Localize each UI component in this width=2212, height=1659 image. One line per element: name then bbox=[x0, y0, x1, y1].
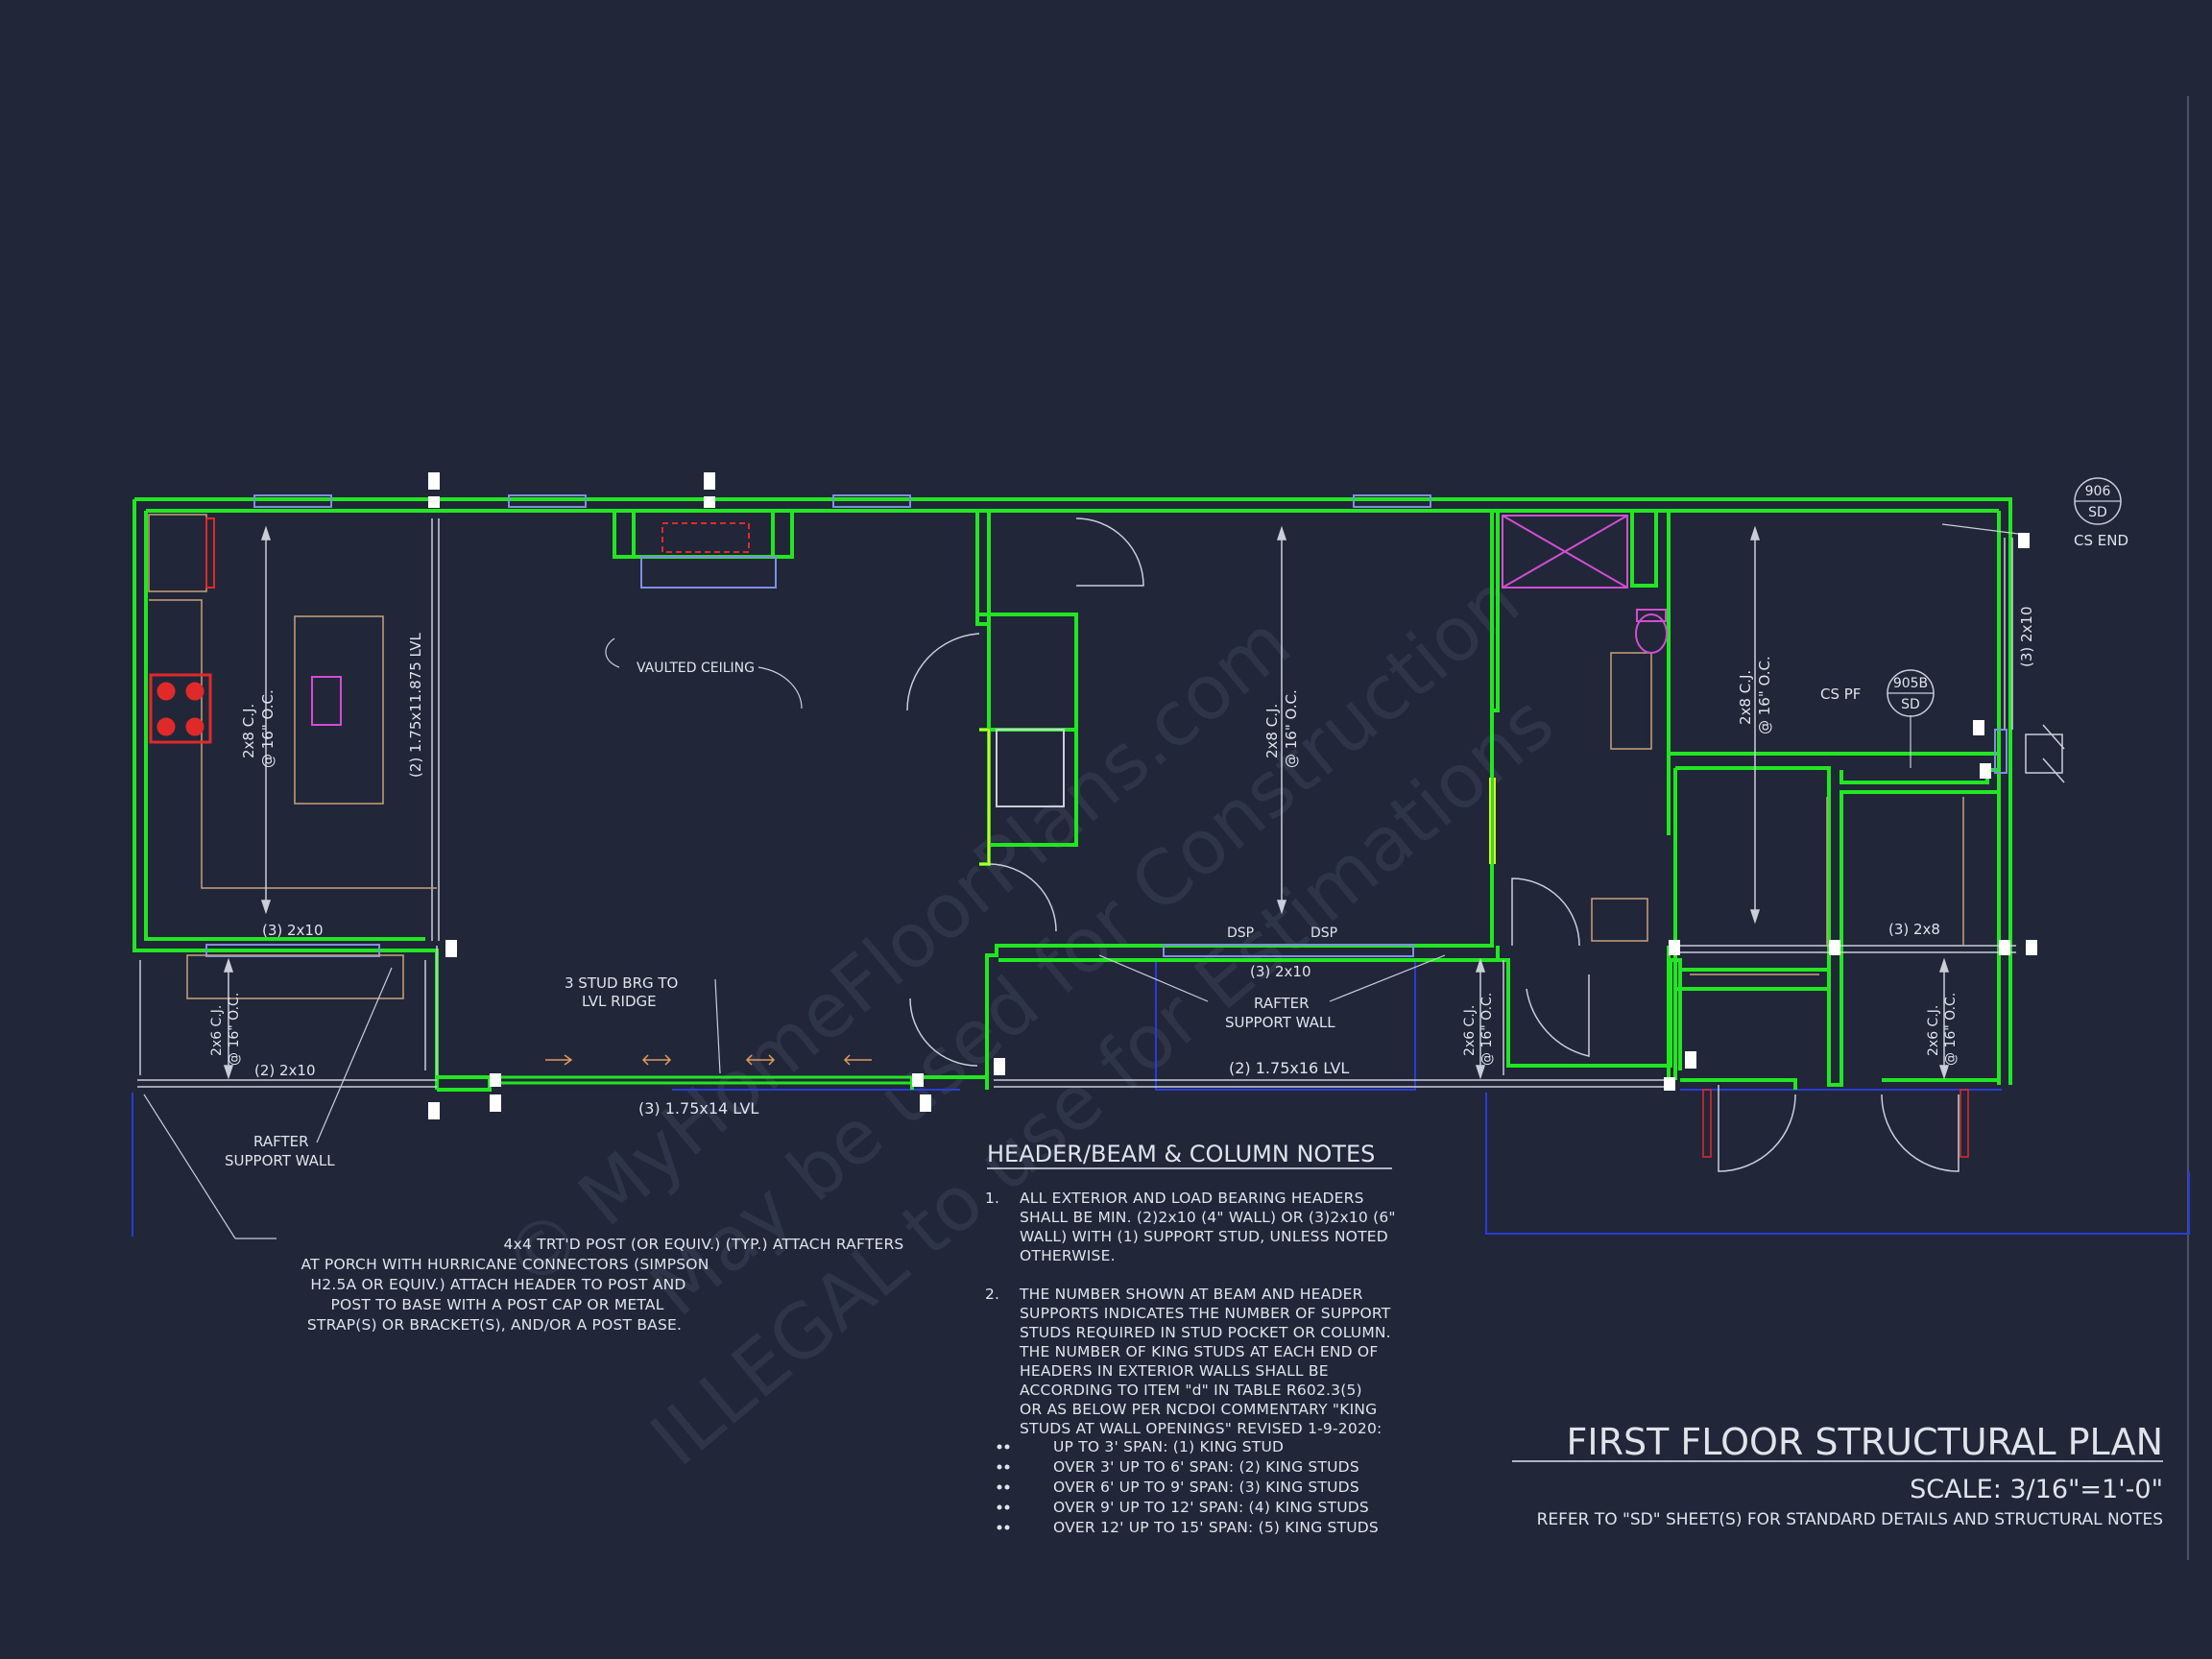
label-rafter-left-2: SUPPORT WALL bbox=[225, 1152, 335, 1169]
plan-scale: SCALE: 3/16"=1'-0" bbox=[1910, 1475, 2163, 1504]
porch-beams bbox=[137, 518, 2016, 1088]
title-block: FIRST FLOOR STRUCTURAL PLAN SCALE: 3/16"… bbox=[1512, 1421, 2163, 1529]
header-beam-notes: HEADER/BEAM & COLUMN NOTES 1. ALL EXTERI… bbox=[985, 1141, 1396, 1536]
dimension-lines bbox=[223, 525, 1950, 1080]
post-note: 4x4 TRT'D POST (OR EQUIV.) (TYP.) ATTACH… bbox=[301, 1236, 904, 1334]
note-1-line: ALL EXTERIOR AND LOAD BEARING HEADERS bbox=[1020, 1190, 1364, 1207]
post-note-line: 4x4 TRT'D POST (OR EQUIV.) (TYP.) ATTACH… bbox=[504, 1236, 904, 1253]
note-1-line: OTHERWISE. bbox=[1020, 1247, 1116, 1264]
post-note-line: POST TO BASE WITH A POST CAP OR METAL bbox=[330, 1296, 663, 1313]
bubble2-top: 905B bbox=[1893, 676, 1928, 691]
note-2-line: THE NUMBER SHOWN AT BEAM AND HEADER bbox=[1019, 1286, 1363, 1303]
label-cj-left: 2x8 C.J. bbox=[240, 704, 257, 758]
notes-heading: HEADER/BEAM & COLUMN NOTES bbox=[987, 1141, 1375, 1167]
label-hdr-porch: (2) 2x10 bbox=[254, 1062, 316, 1079]
note-2-number: 2. bbox=[985, 1286, 999, 1303]
plan-refer-note: REFER TO "SD" SHEET(S) FOR STANDARD DETA… bbox=[1537, 1510, 2163, 1529]
note-2-line: ACCORDING TO ITEM "d" IN TABLE R602.3(5) bbox=[1020, 1382, 1362, 1399]
appliances bbox=[979, 729, 1496, 865]
range bbox=[149, 517, 215, 744]
post-note-line: H2.5A OR EQUIV.) ATTACH HEADER TO POST A… bbox=[310, 1276, 685, 1293]
label-hdr-kitchen: (3) 2x10 bbox=[262, 922, 324, 939]
label-lvl-entry: (3) 1.75x14 LVL bbox=[638, 1099, 758, 1118]
label-hdr-right: (3) 2x8 bbox=[1888, 921, 1940, 938]
label-porch-cj: 2x6 C.J. bbox=[209, 1005, 225, 1056]
label-cs-end: CS END bbox=[2074, 532, 2128, 549]
bubble1-top: 906 bbox=[2085, 484, 2111, 499]
detail-bubble-906: 906 SD bbox=[2074, 477, 2122, 525]
note-2-line: STUDS REQUIRED IN STUD POCKET OR COLUMN. bbox=[1020, 1324, 1391, 1341]
note-bullet: OVER 9' UP TO 12' SPAN: (4) KING STUDS bbox=[1053, 1499, 1369, 1516]
kitchen-fixtures bbox=[148, 514, 1964, 999]
label-right-2x10: (3) 2x10 bbox=[2018, 606, 2035, 667]
windows bbox=[205, 494, 2008, 957]
posts bbox=[428, 472, 2037, 1119]
note-bullet: UP TO 3' SPAN: (1) KING STUD bbox=[1053, 1438, 1284, 1455]
section-marker bbox=[2025, 724, 2065, 783]
label-stud-brg-1: 3 STUD BRG TO bbox=[565, 974, 678, 992]
note-2-line: THE NUMBER OF KING STUDS AT EACH END OF bbox=[1019, 1343, 1378, 1360]
post-note-line: STRAP(S) OR BRACKET(S), AND/OR A POST BA… bbox=[307, 1316, 682, 1334]
bubble2-bottom: SD bbox=[1901, 697, 1920, 712]
note-1-line: SHALL BE MIN. (2)2x10 (4" WALL) OR (3)2x… bbox=[1020, 1209, 1396, 1226]
label-porch-cj-oc: @ 16" O.C. bbox=[227, 993, 242, 1066]
doors bbox=[906, 517, 1969, 1172]
entry-beam bbox=[494, 1075, 912, 1085]
label-cj-left-oc: @ 16" O.C. bbox=[259, 689, 276, 768]
plan-title: FIRST FLOOR STRUCTURAL PLAN bbox=[1567, 1421, 2163, 1463]
note-bullet: OVER 6' UP TO 9' SPAN: (3) KING STUDS bbox=[1053, 1479, 1359, 1496]
plan-labels: VAULTED CEILING 2x8 C.J. @ 16" O.C. (2) … bbox=[209, 532, 2128, 1169]
label-cj-right-oc: @ 16" O.C. bbox=[1756, 656, 1773, 734]
note-2-line: OR AS BELOW PER NCDOI COMMENTARY "KING bbox=[1020, 1401, 1377, 1418]
label-rafter-mid-2: SUPPORT WALL bbox=[1225, 1014, 1335, 1031]
label-cs-pf: CS PF bbox=[1820, 685, 1861, 703]
bubble1-bottom: SD bbox=[2088, 505, 2107, 520]
label-rafter-left-1: RAFTER bbox=[253, 1133, 309, 1150]
leader-lines bbox=[143, 523, 2019, 1239]
label-cj-right: 2x8 C.J. bbox=[1737, 670, 1754, 725]
post-note-line: AT PORCH WITH HURRICANE CONNECTORS (SIMP… bbox=[301, 1256, 709, 1273]
label-rafter-mid-1: RAFTER bbox=[1254, 995, 1310, 1012]
note-2-line: HEADERS IN EXTERIOR WALLS SHALL BE bbox=[1020, 1362, 1329, 1380]
note-bullet: OVER 12' UP TO 15' SPAN: (5) KING STUDS bbox=[1053, 1519, 1379, 1536]
label-cj-mid-oc: @ 16" O.C. bbox=[1283, 689, 1300, 768]
label-vaulted-ceiling: VAULTED CEILING bbox=[637, 661, 755, 676]
label-cj-26-right-oc: @ 16" O.C. bbox=[1943, 993, 1959, 1066]
label-cj-26-mid: 2x6 C.J. bbox=[1462, 1005, 1478, 1056]
label-cj-26-right: 2x6 C.J. bbox=[1926, 1005, 1941, 1056]
note-2-line: SUPPORTS INDICATES THE NUMBER OF SUPPORT bbox=[1020, 1305, 1391, 1322]
label-stud-brg-2: LVL RIDGE bbox=[582, 993, 657, 1010]
label-dsp-2: DSP bbox=[1310, 926, 1337, 941]
note-2-line: STUDS AT WALL OPENINGS" REVISED 1-9-2020… bbox=[1020, 1420, 1382, 1437]
label-dsp-1: DSP bbox=[1227, 926, 1254, 941]
detail-bubble-905b: 905B SD bbox=[1887, 669, 1935, 717]
bullet-dots bbox=[997, 1444, 1010, 1530]
label-cj-26-mid-oc: @ 16" O.C. bbox=[1479, 993, 1495, 1066]
label-cj-mid: 2x8 C.J. bbox=[1263, 704, 1281, 758]
note-1-line: WALL) WITH (1) SUPPORT STUD, UNLESS NOTE… bbox=[1020, 1228, 1388, 1245]
note-1-number: 1. bbox=[985, 1190, 999, 1207]
label-lvl-left: (2) 1.75x11.875 LVL bbox=[407, 632, 424, 778]
label-hdr-mid: (3) 2x10 bbox=[1250, 963, 1311, 980]
bath-fixtures bbox=[311, 515, 1668, 726]
note-bullet: OVER 3' UP TO 6' SPAN: (2) KING STUDS bbox=[1053, 1458, 1359, 1476]
direction-arrows bbox=[545, 1054, 872, 1066]
label-lvl-mid: (2) 1.75x16 LVL bbox=[1229, 1059, 1349, 1077]
